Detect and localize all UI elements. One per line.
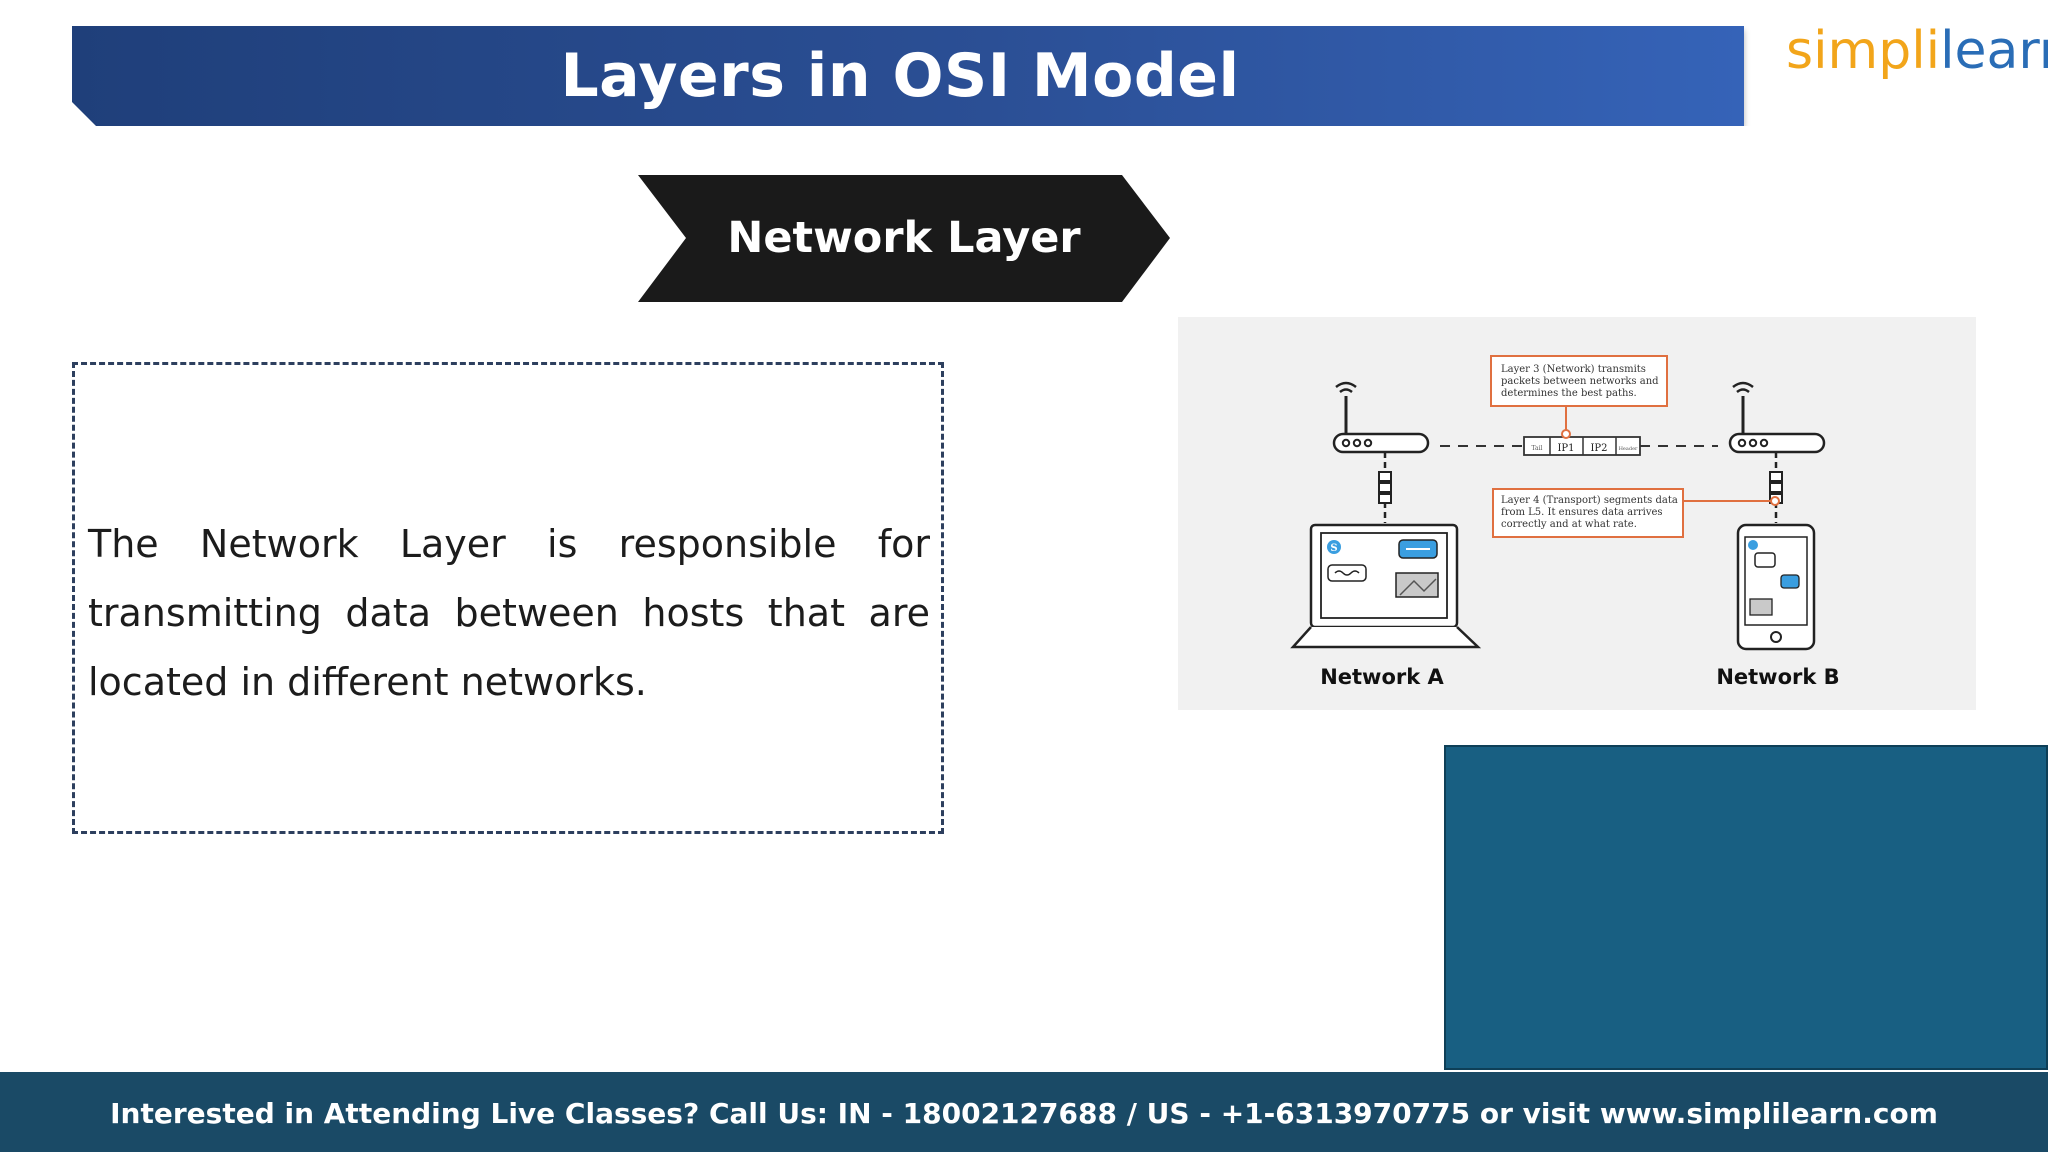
packet-cell-header: Header <box>1619 446 1638 452</box>
layer4-callout-line1: Layer 4 (Transport) segments data <box>1501 495 1678 506</box>
logo-text-part2: i <box>1925 21 1941 81</box>
video-panel <box>1444 745 2048 1070</box>
svg-text:S: S <box>1330 543 1337 554</box>
layer3-callout-line2: packets between networks and <box>1501 376 1659 387</box>
description-box <box>72 362 944 834</box>
layer3-callout-line1: Layer 3 (Network) transmits <box>1501 364 1646 375</box>
section-arrow-banner <box>638 175 1170 302</box>
network-a-label: Network A <box>1320 665 1444 689</box>
section-heading: Network Layer <box>727 213 1081 263</box>
network-diagram: Tail IP1 IP2 Header Layer 3 (Network) tr… <box>1178 317 1976 710</box>
packet-cell-tail: Tail <box>1532 445 1543 452</box>
simplilearn-logo: simplilearn <box>1786 16 2048 86</box>
layer4-callout-line2: from L5. It ensures data arrives <box>1501 507 1663 518</box>
network-b-label: Network B <box>1716 665 1839 689</box>
laptop-icon: S <box>1290 523 1482 649</box>
cable-b-icon <box>1769 452 1783 523</box>
packet-cell-ip1: IP1 <box>1557 443 1574 454</box>
layer4-callout: Layer 4 (Transport) segments data from L… <box>1492 488 1780 538</box>
slide-title: Layers in OSI Model <box>560 41 1240 111</box>
packet-cell-ip2: IP2 <box>1590 443 1607 454</box>
packet-icon: Tail IP1 IP2 Header <box>1523 436 1641 456</box>
layer3-callout-line3: determines the best paths. <box>1501 388 1637 399</box>
description-text: The Network Layer is responsible for tra… <box>88 522 930 704</box>
cable-a-icon <box>1378 452 1392 523</box>
layer4-callout-line3: correctly and at what rate. <box>1501 519 1637 530</box>
router-a-icon <box>1332 381 1430 454</box>
phone-icon <box>1736 523 1816 651</box>
title-banner <box>72 26 1744 126</box>
logo-text-part3: learn <box>1940 21 2048 81</box>
logo-text-part1: simpl <box>1786 21 1926 81</box>
footer-bar <box>0 1072 2048 1152</box>
footer-contact-text: Interested in Attending Live Classes? Ca… <box>110 1097 1938 1130</box>
router-b-icon <box>1728 381 1826 454</box>
layer3-callout: Layer 3 (Network) transmits packets betw… <box>1490 355 1668 439</box>
